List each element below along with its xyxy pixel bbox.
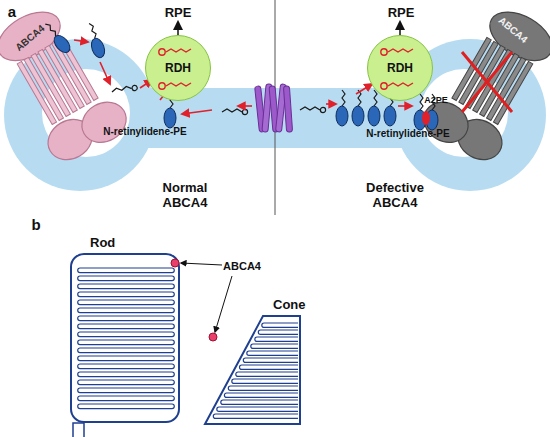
retinylidene-pe: [352, 90, 364, 126]
abca4-marker: [209, 333, 217, 341]
annotation-label: RPE: [165, 6, 192, 21]
flow-arrow: [100, 62, 110, 84]
retinal: [300, 107, 326, 113]
abca4-protein: [0, 0, 133, 169]
retinylidene-pe: [41, 20, 73, 55]
defect-cross: [462, 52, 512, 112]
abca4-marker: [171, 259, 179, 267]
transport-arrow: [177, 22, 179, 35]
cone-outline-shape: [203, 314, 303, 426]
rhodopsin: [255, 84, 293, 132]
leader-line: [215, 276, 232, 332]
annotation-label: a: [8, 3, 16, 20]
node-label: Rod: [90, 235, 115, 250]
rod-disks: [78, 268, 175, 409]
rod-outline: Rod: [70, 253, 180, 423]
flow-arrow: [182, 110, 212, 114]
flow-arrow: [356, 84, 372, 94]
node-label: Cone: [273, 297, 306, 312]
abca4-domain: [75, 94, 134, 150]
cone-disks: [213, 323, 298, 418]
abca4-helices: [452, 37, 533, 124]
defect-cross: [462, 52, 512, 112]
retinal: [222, 109, 248, 115]
abca4-helices: [17, 37, 98, 124]
flow-arrow: [74, 40, 88, 42]
a2pe-core: [422, 111, 430, 125]
annotation-label: A2PE: [424, 95, 448, 105]
node-label: RDH: [387, 61, 413, 75]
annotation-label: N-retinylidene-PE: [103, 126, 186, 138]
cone-outline: Cone: [203, 314, 303, 426]
node-label: RDH: [165, 61, 191, 75]
annotation-label: Normal ABCA4: [150, 181, 220, 211]
rod-cilium: [73, 423, 84, 437]
abca4-domain: [417, 94, 476, 150]
enzyme-circle: RDH: [367, 35, 433, 101]
flow-arrow: [398, 105, 412, 107]
retinylidene-pe: [336, 90, 348, 126]
annotation-label: N-retinylidene-PE: [366, 128, 449, 140]
rhodopsin-helix: [283, 86, 292, 132]
transport-arrow: [399, 22, 401, 35]
retinylidene-pe: [83, 22, 107, 60]
abca4-defective-protein: [417, 0, 550, 169]
annotation-label: Defective ABCA4: [355, 181, 435, 211]
leader-line: [181, 263, 222, 265]
enzyme-circle: RDH: [145, 35, 211, 101]
annotation-label: ABCA4: [223, 260, 261, 273]
retinal: [111, 85, 137, 95]
annotation-label: b: [31, 216, 40, 233]
cone-outline-path: [205, 316, 300, 424]
flow-arrow: [326, 103, 336, 105]
annotation-label: RPE: [388, 6, 415, 21]
flow-arrow: [238, 105, 252, 107]
retinylidene-pe: [368, 90, 380, 126]
